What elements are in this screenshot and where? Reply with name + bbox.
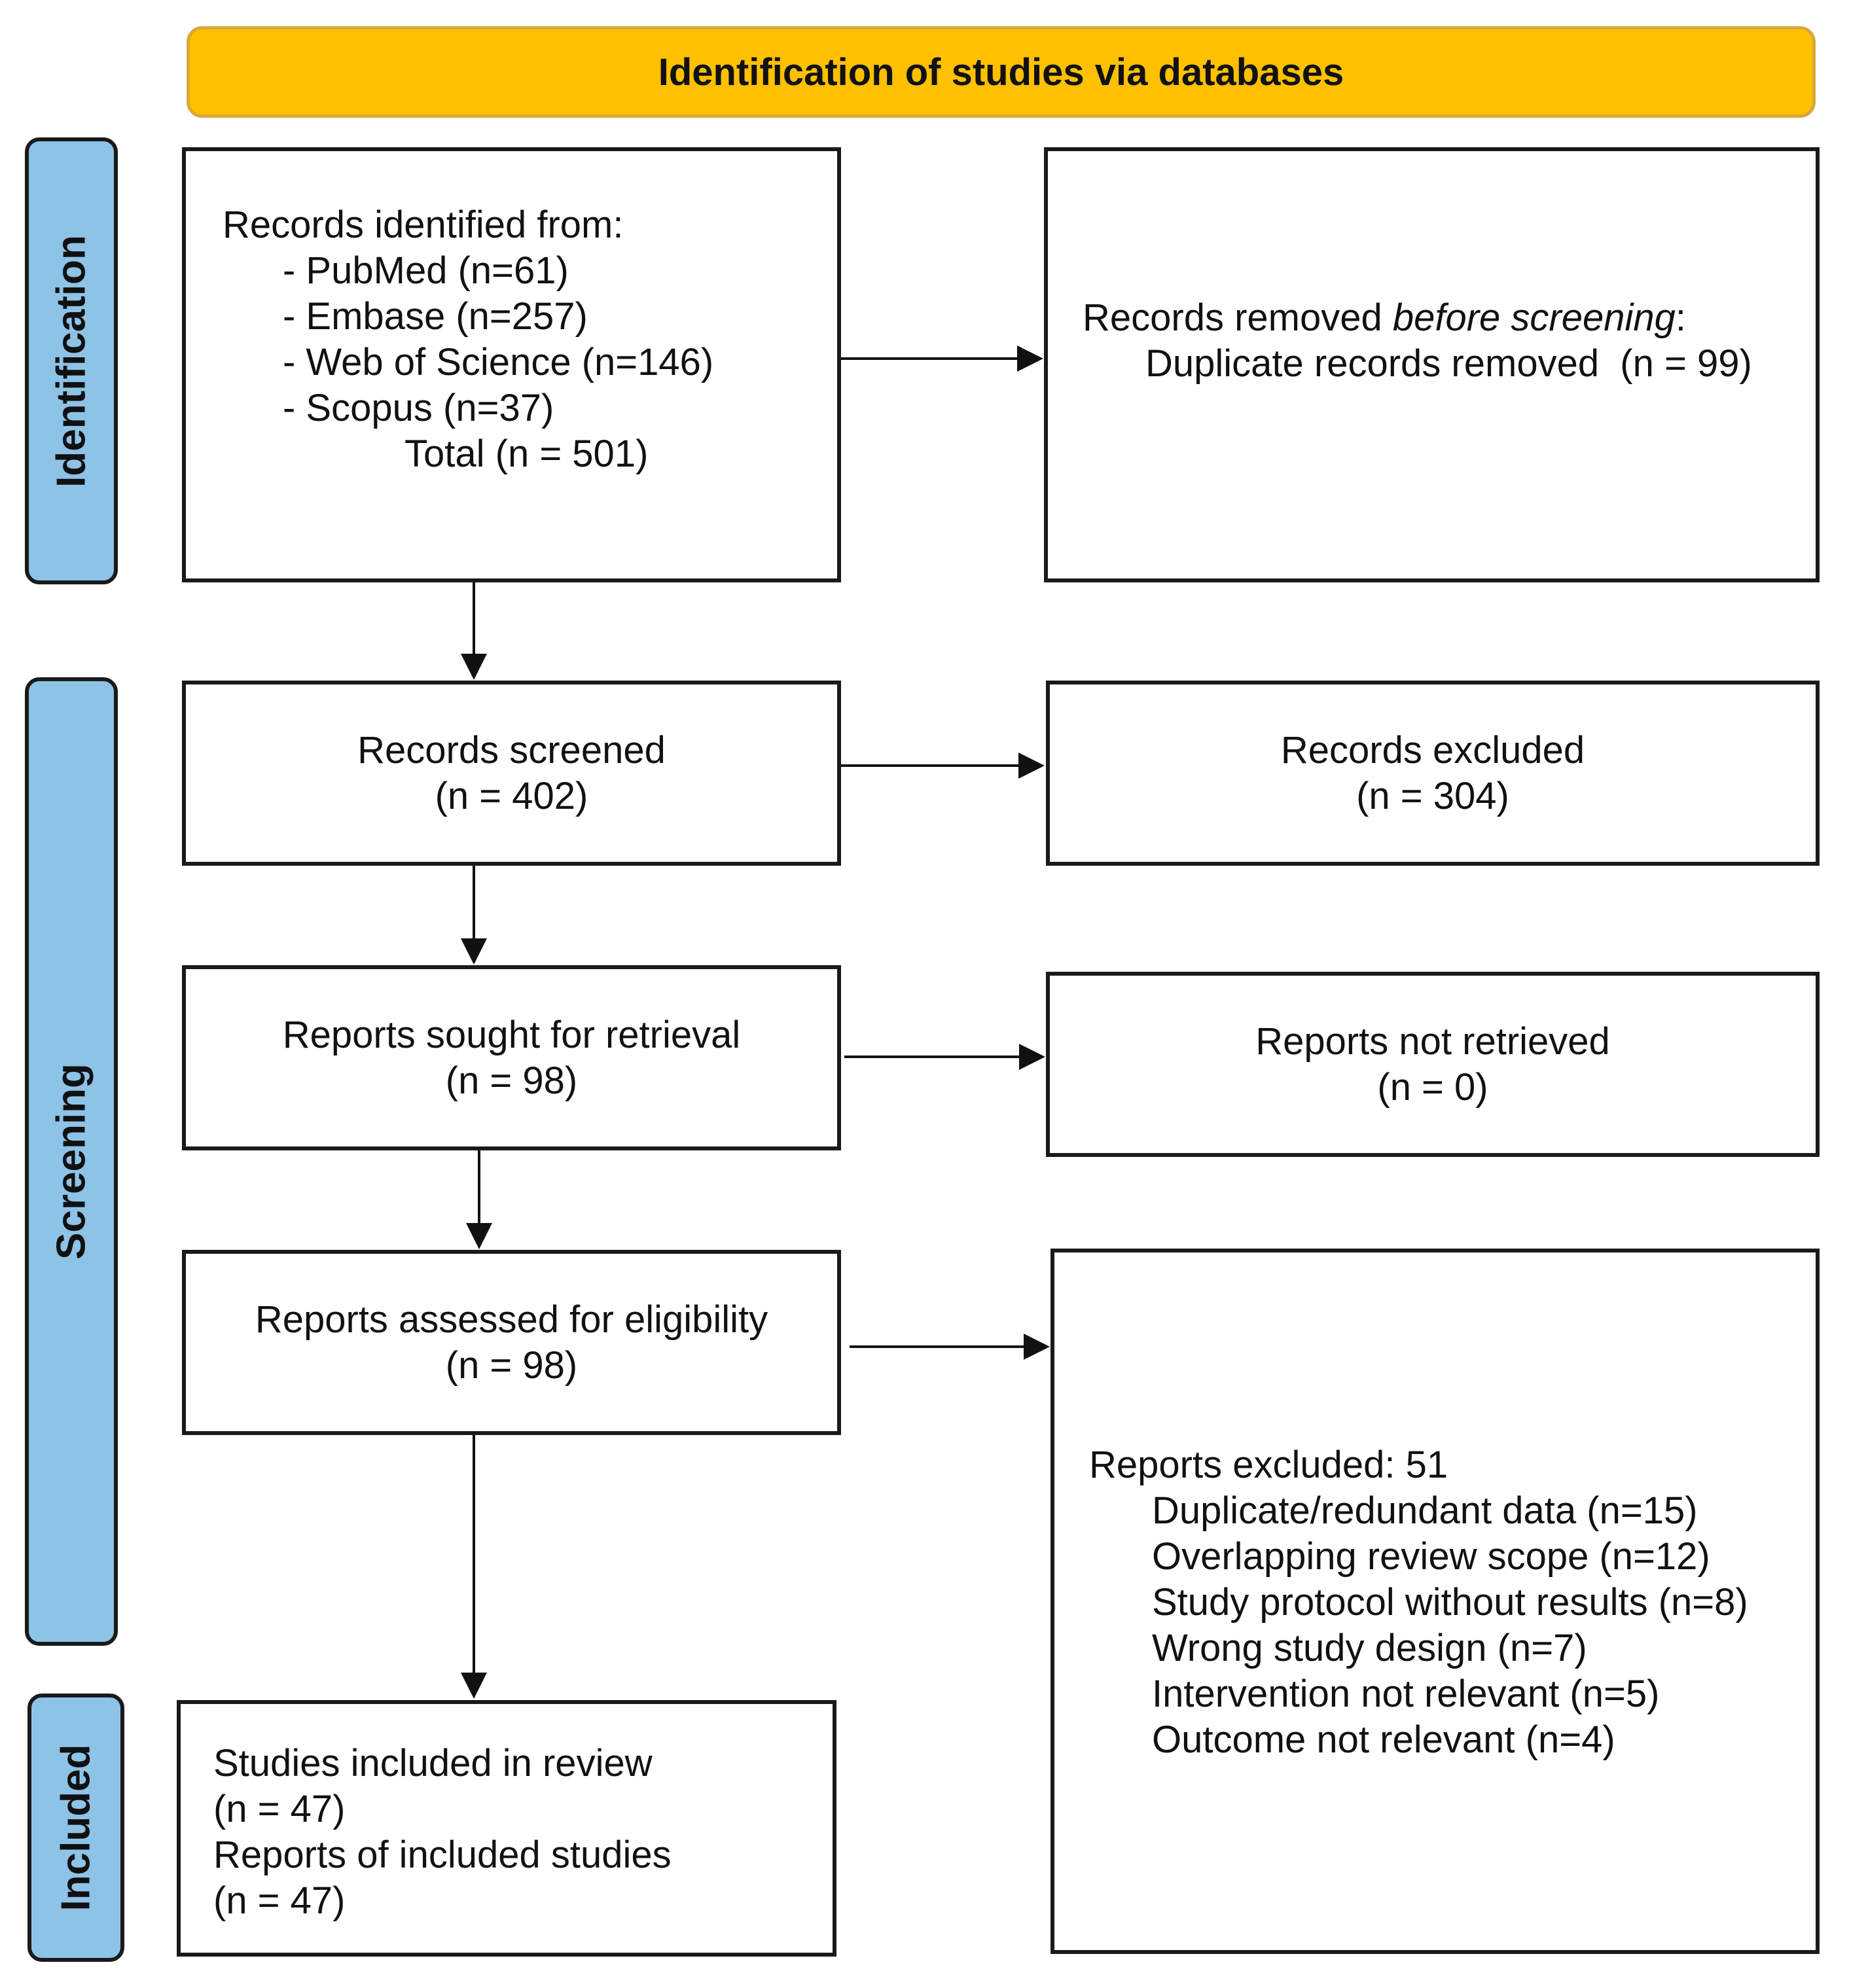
records-excluded-count: (n = 304): [1356, 774, 1509, 817]
records-screened-box: Records screened (n = 402): [182, 681, 841, 866]
reports-included-label: Reports of included studies: [213, 1834, 672, 1876]
exclusion-reason: Duplicate/redundant data (n=15): [1152, 1489, 1698, 1532]
records-identified-heading: Records identified from:: [223, 204, 624, 246]
banner-title: Identification of studies via databases: [658, 50, 1344, 94]
reports-assessed-count: (n = 98): [445, 1343, 578, 1387]
records-removed-heading: Records removed before screening:: [1083, 296, 1687, 339]
reports-not-retrieved-box: Reports not retrieved (n = 0): [1046, 972, 1820, 1157]
exclusion-reason: Study protocol without results (n=8): [1152, 1581, 1748, 1624]
source-embase: - Embase (n=257): [283, 295, 588, 338]
studies-included-label: Studies included in review: [213, 1742, 653, 1784]
records-removed-box: Records removed before screening: Duplic…: [1044, 147, 1820, 582]
records-identified-box: Records identified from: - PubMed (n=61)…: [182, 147, 841, 582]
exclusion-reason: Outcome not relevant (n=4): [1152, 1718, 1615, 1761]
records-excluded-box: Records excluded (n = 304): [1046, 681, 1820, 866]
source-pubmed: - PubMed (n=61): [283, 249, 569, 292]
records-total: Total (n = 501): [404, 433, 649, 475]
reports-sought-label: Reports sought for retrieval: [282, 1013, 741, 1056]
records-screened-count: (n = 402): [435, 774, 588, 817]
exclusion-reason: Intervention not relevant (n=5): [1152, 1673, 1660, 1715]
phase-identification: Identification: [25, 137, 118, 584]
studies-included-box: Studies included in review (n = 47) Repo…: [177, 1700, 836, 1957]
reports-assessed-box: Reports assessed for eligibility (n = 98…: [182, 1250, 841, 1435]
source-scopus: - Scopus (n=37): [283, 387, 554, 429]
records-excluded-label: Records excluded: [1280, 728, 1585, 772]
records-screened-label: Records screened: [357, 728, 666, 772]
phase-screening: Screening: [25, 677, 118, 1646]
reports-excluded-heading: Reports excluded: 51: [1089, 1444, 1448, 1486]
reports-sought-box: Reports sought for retrieval (n = 98): [182, 965, 841, 1150]
reports-not-retrieved-count: (n = 0): [1377, 1065, 1488, 1109]
duplicates-removed: Duplicate records removed (n = 99): [1145, 342, 1752, 385]
phase-included: Included: [27, 1694, 124, 1962]
reports-excluded-box: Reports excluded: 51 Duplicate/redundant…: [1050, 1249, 1820, 1954]
studies-included-count: (n = 47): [213, 1788, 346, 1830]
exclusion-reason: Wrong study design (n=7): [1152, 1627, 1587, 1669]
reports-not-retrieved-label: Reports not retrieved: [1255, 1020, 1610, 1063]
source-web-of-science: - Web of Science (n=146): [283, 341, 714, 383]
reports-sought-count: (n = 98): [445, 1059, 578, 1102]
reports-included-count: (n = 47): [213, 1879, 346, 1922]
reports-assessed-label: Reports assessed for eligibility: [255, 1298, 768, 1341]
exclusion-reason: Overlapping review scope (n=12): [1152, 1535, 1710, 1578]
database-identification-banner: Identification of studies via databases: [187, 26, 1816, 118]
